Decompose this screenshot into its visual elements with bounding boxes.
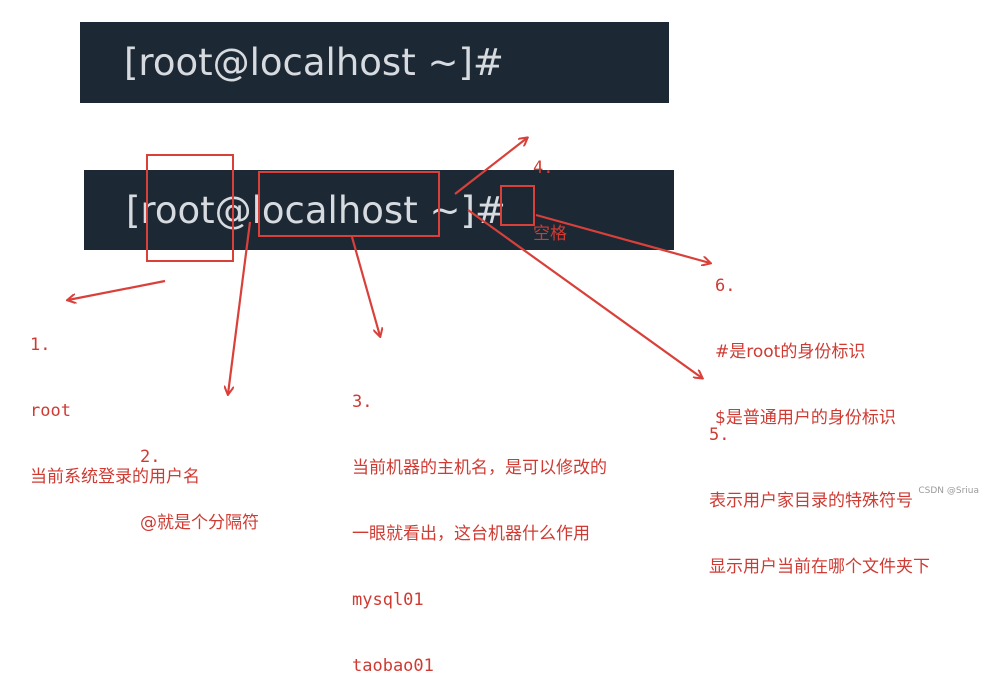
annotation-1-number: 1. bbox=[30, 335, 51, 355]
arrow-4 bbox=[454, 138, 527, 195]
annotation-4-number: 4. bbox=[533, 158, 554, 178]
annotation-3-number: 3. bbox=[352, 392, 373, 412]
arrow-6 bbox=[535, 213, 710, 263]
highlight-box-hash bbox=[500, 185, 535, 226]
annotation-2-number: 2. bbox=[140, 447, 161, 467]
annotation-3: 3. 当前机器的主机名，是可以修改的 一眼就看出，这台机器什么作用 mysql0… bbox=[352, 347, 607, 699]
prompt-text: [root@localhost ~]# bbox=[124, 41, 504, 84]
annotation-6: 6. #是root的身份标识 $是普通用户的身份标识 bbox=[715, 231, 896, 451]
annotation-6-line-2: $是普通用户的身份标识 bbox=[715, 408, 896, 428]
annotation-1-line-2: 当前系统登录的用户名 bbox=[30, 467, 200, 487]
terminal-prompt-annotated: [root@localhost ~]# bbox=[84, 170, 674, 250]
highlight-box-user bbox=[146, 154, 234, 262]
annotation-3-line-3: mysql01 bbox=[352, 590, 424, 610]
annotation-2-line-1: @就是个分隔符 bbox=[140, 513, 259, 533]
annotation-3-line-4: taobao01 bbox=[352, 656, 434, 676]
annotation-6-line-1: #是root的身份标识 bbox=[715, 342, 866, 362]
annotation-5-line-2: 显示用户当前在哪个文件夹下 bbox=[709, 557, 930, 577]
arrow-5 bbox=[467, 209, 702, 378]
annotation-6-number: 6. bbox=[715, 276, 736, 296]
arrow-3 bbox=[350, 236, 380, 336]
annotation-4-line-1: 空格 bbox=[533, 224, 567, 244]
annotation-4: 4. 空格 bbox=[533, 113, 567, 267]
annotation-5-line-1: 表示用户家目录的特殊符号 bbox=[709, 491, 913, 511]
highlight-box-hostname bbox=[258, 171, 440, 237]
annotation-3-line-2: 一眼就看出，这台机器什么作用 bbox=[352, 524, 590, 544]
terminal-prompt-top: [root@localhost ~]# bbox=[80, 22, 669, 103]
annotation-1: 1. root 当前系统登录的用户名 bbox=[30, 290, 200, 510]
watermark: CSDN @Sriua bbox=[918, 486, 979, 496]
prompt-text: [root@localhost ~]# bbox=[126, 188, 506, 232]
annotation-5-number: 5. bbox=[709, 425, 730, 445]
annotation-arrows bbox=[0, 0, 987, 500]
arrow-2 bbox=[228, 221, 252, 394]
annotation-1-line-1: root bbox=[30, 401, 71, 421]
arrow-1 bbox=[68, 279, 166, 300]
annotation-2: 2. @就是个分隔符 bbox=[140, 402, 259, 556]
annotation-3-line-1: 当前机器的主机名，是可以修改的 bbox=[352, 458, 607, 478]
